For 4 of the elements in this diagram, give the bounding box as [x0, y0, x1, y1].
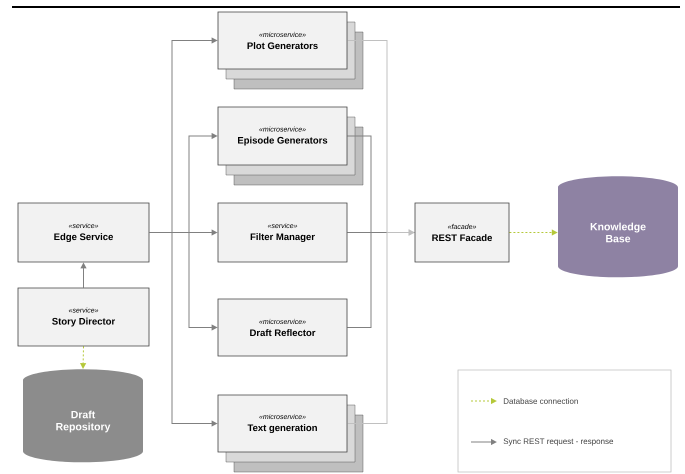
database-cylinder: Draft Repository — [23, 369, 143, 462]
legend-label: Database connection — [504, 398, 578, 404]
database-cylinder: Knowledge Base — [558, 176, 678, 278]
legend-label: Sync REST request - response — [504, 438, 614, 446]
